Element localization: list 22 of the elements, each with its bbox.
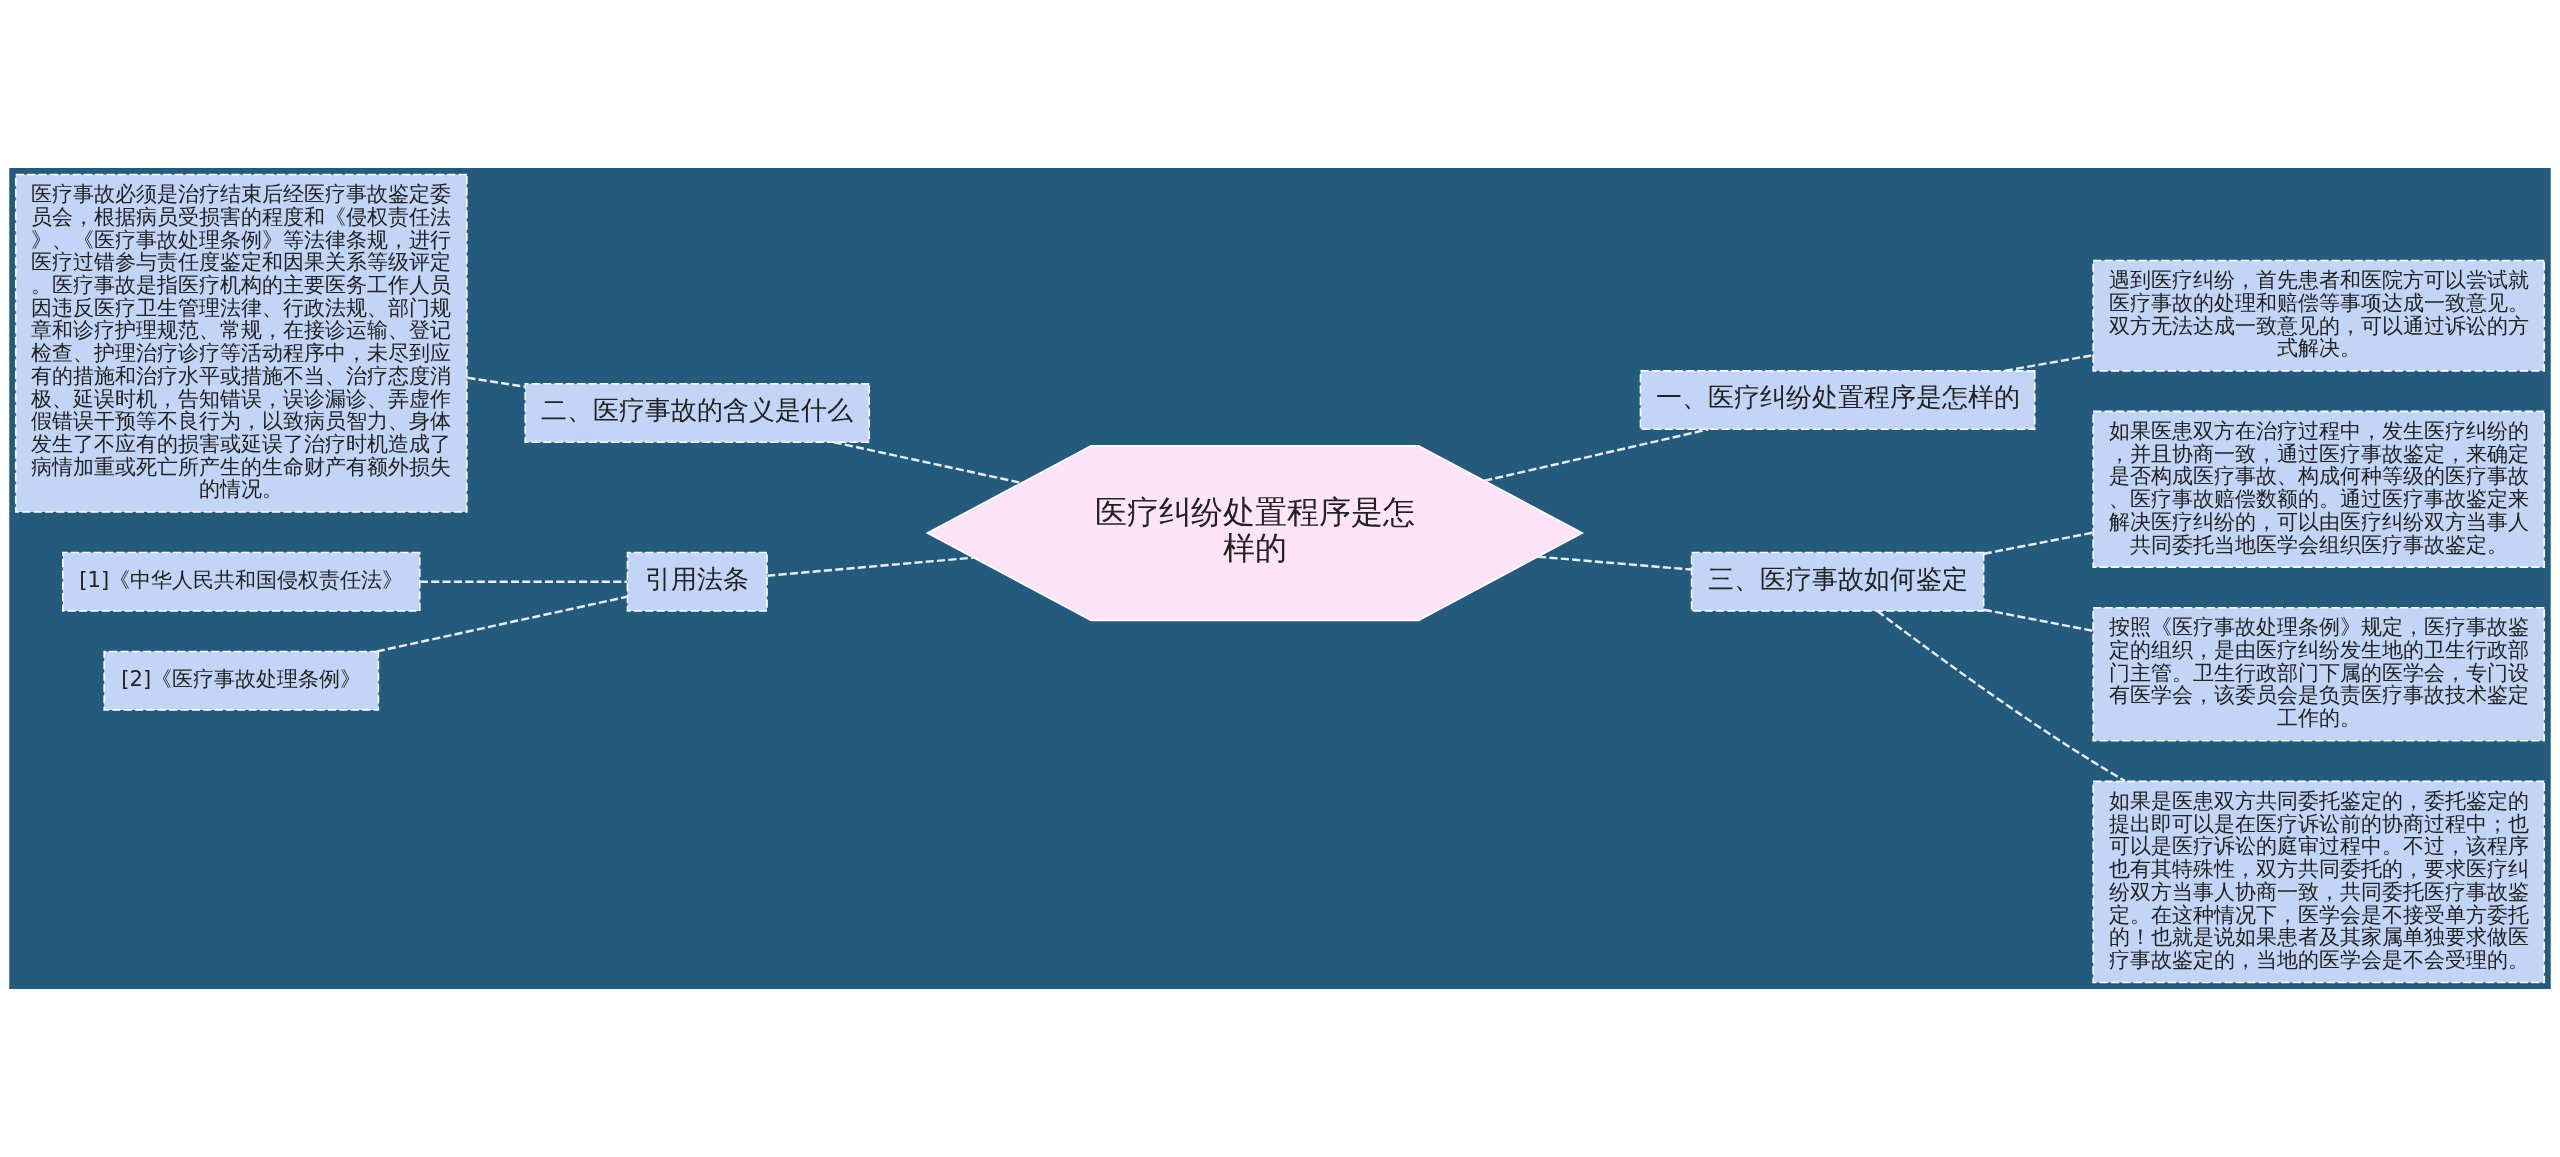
node-box: 医疗事故必须是治疗结束后经医疗事故鉴定委员会，根据病员受损害的程度和《侵权责任法》、《医疗事故处理条例》等法律条规，进行医疗过错参与责任度鉴定和因果关系等级评定。医疗事故是指医疗机构的主要医务工作人员因违反医疗卫生管理法律、行政法规、部门规章和诊疗护理规范、常规，在接诊运输、登记检查、护理治疗诊疗等活动程序中，未尽到应有的措施和治疗水平或措施不当、治疗态度消极、延误时机，告知错误，误诊漏诊、弄虚作假错误干预等不良行为，以致病员智力、身体发生了不应有的损害或延误了治疗时机造成了病情加重或死亡所产生的生命财产有额外损失的情况。 xyxy=(14,173,468,513)
node-box: 二、医疗事故的含义是什么 xyxy=(524,383,871,443)
connector xyxy=(419,580,628,583)
connector xyxy=(1484,428,1709,482)
node-box: 如果医患双方在治疗过程中，发生医疗纠纷的，并且协商一致，通过医疗事故鉴定，来确定是否构成医疗事故、构成何种等级的医疗事故、医疗事故赔偿数额的。通过医疗事故鉴定来解决医疗纠纷的，可以由医疗纠纷双方当事人共同委托当地医学会组织医疗事故鉴定。 xyxy=(2092,410,2546,568)
connector xyxy=(1876,610,2126,783)
connector xyxy=(376,595,628,653)
node-box: 一、医疗纠纷处置程序是怎样的 xyxy=(1639,370,2036,431)
node-box: 遇到医疗纠纷，首先患者和医院方可以尝试就医疗事故的处理和赔偿等事项达成一致意见。双方无法达成一致意见的，可以通过诉讼的方式解决。 xyxy=(2092,259,2546,372)
connector xyxy=(467,376,525,388)
connector xyxy=(2004,354,2094,372)
node-box: 引用法条 xyxy=(626,551,768,612)
connector xyxy=(833,441,1022,485)
connector xyxy=(1538,555,1692,571)
connector xyxy=(767,556,974,577)
node-box: 按照《医疗事故处理条例》规定，医疗事故鉴定的组织，是由医疗纠纷发生地的卫生行政部门主管。卫生行政部门下属的医学会，专门设有医学会，该委员会是负责医疗事故技术鉴定工作的。 xyxy=(2092,606,2546,742)
node-box: [2]《医疗事故处理条例》 xyxy=(103,650,380,711)
node-box: [1]《中华人民共和国侵权责任法》 xyxy=(62,551,421,612)
node-box: 如果是医患双方共同委托鉴定的，委托鉴定的提出即可以是在医疗诉讼前的协商过程中；也可以是医疗诉讼的庭审过程中。不过，该程序也有其特殊性，双方共同委托的，要求医疗纠纷双方当事人协商一致，共同委托医疗事故鉴定。在这种情况下，医学会是不接受单方委托的！也就是说如果患者及其家属单独要求做医疗事故鉴定的，当地的医学会是不会受理的。 xyxy=(2092,780,2546,984)
connector xyxy=(1983,608,2094,633)
node-box: 三、医疗事故如何鉴定 xyxy=(1690,551,1985,612)
connector xyxy=(1983,531,2094,555)
